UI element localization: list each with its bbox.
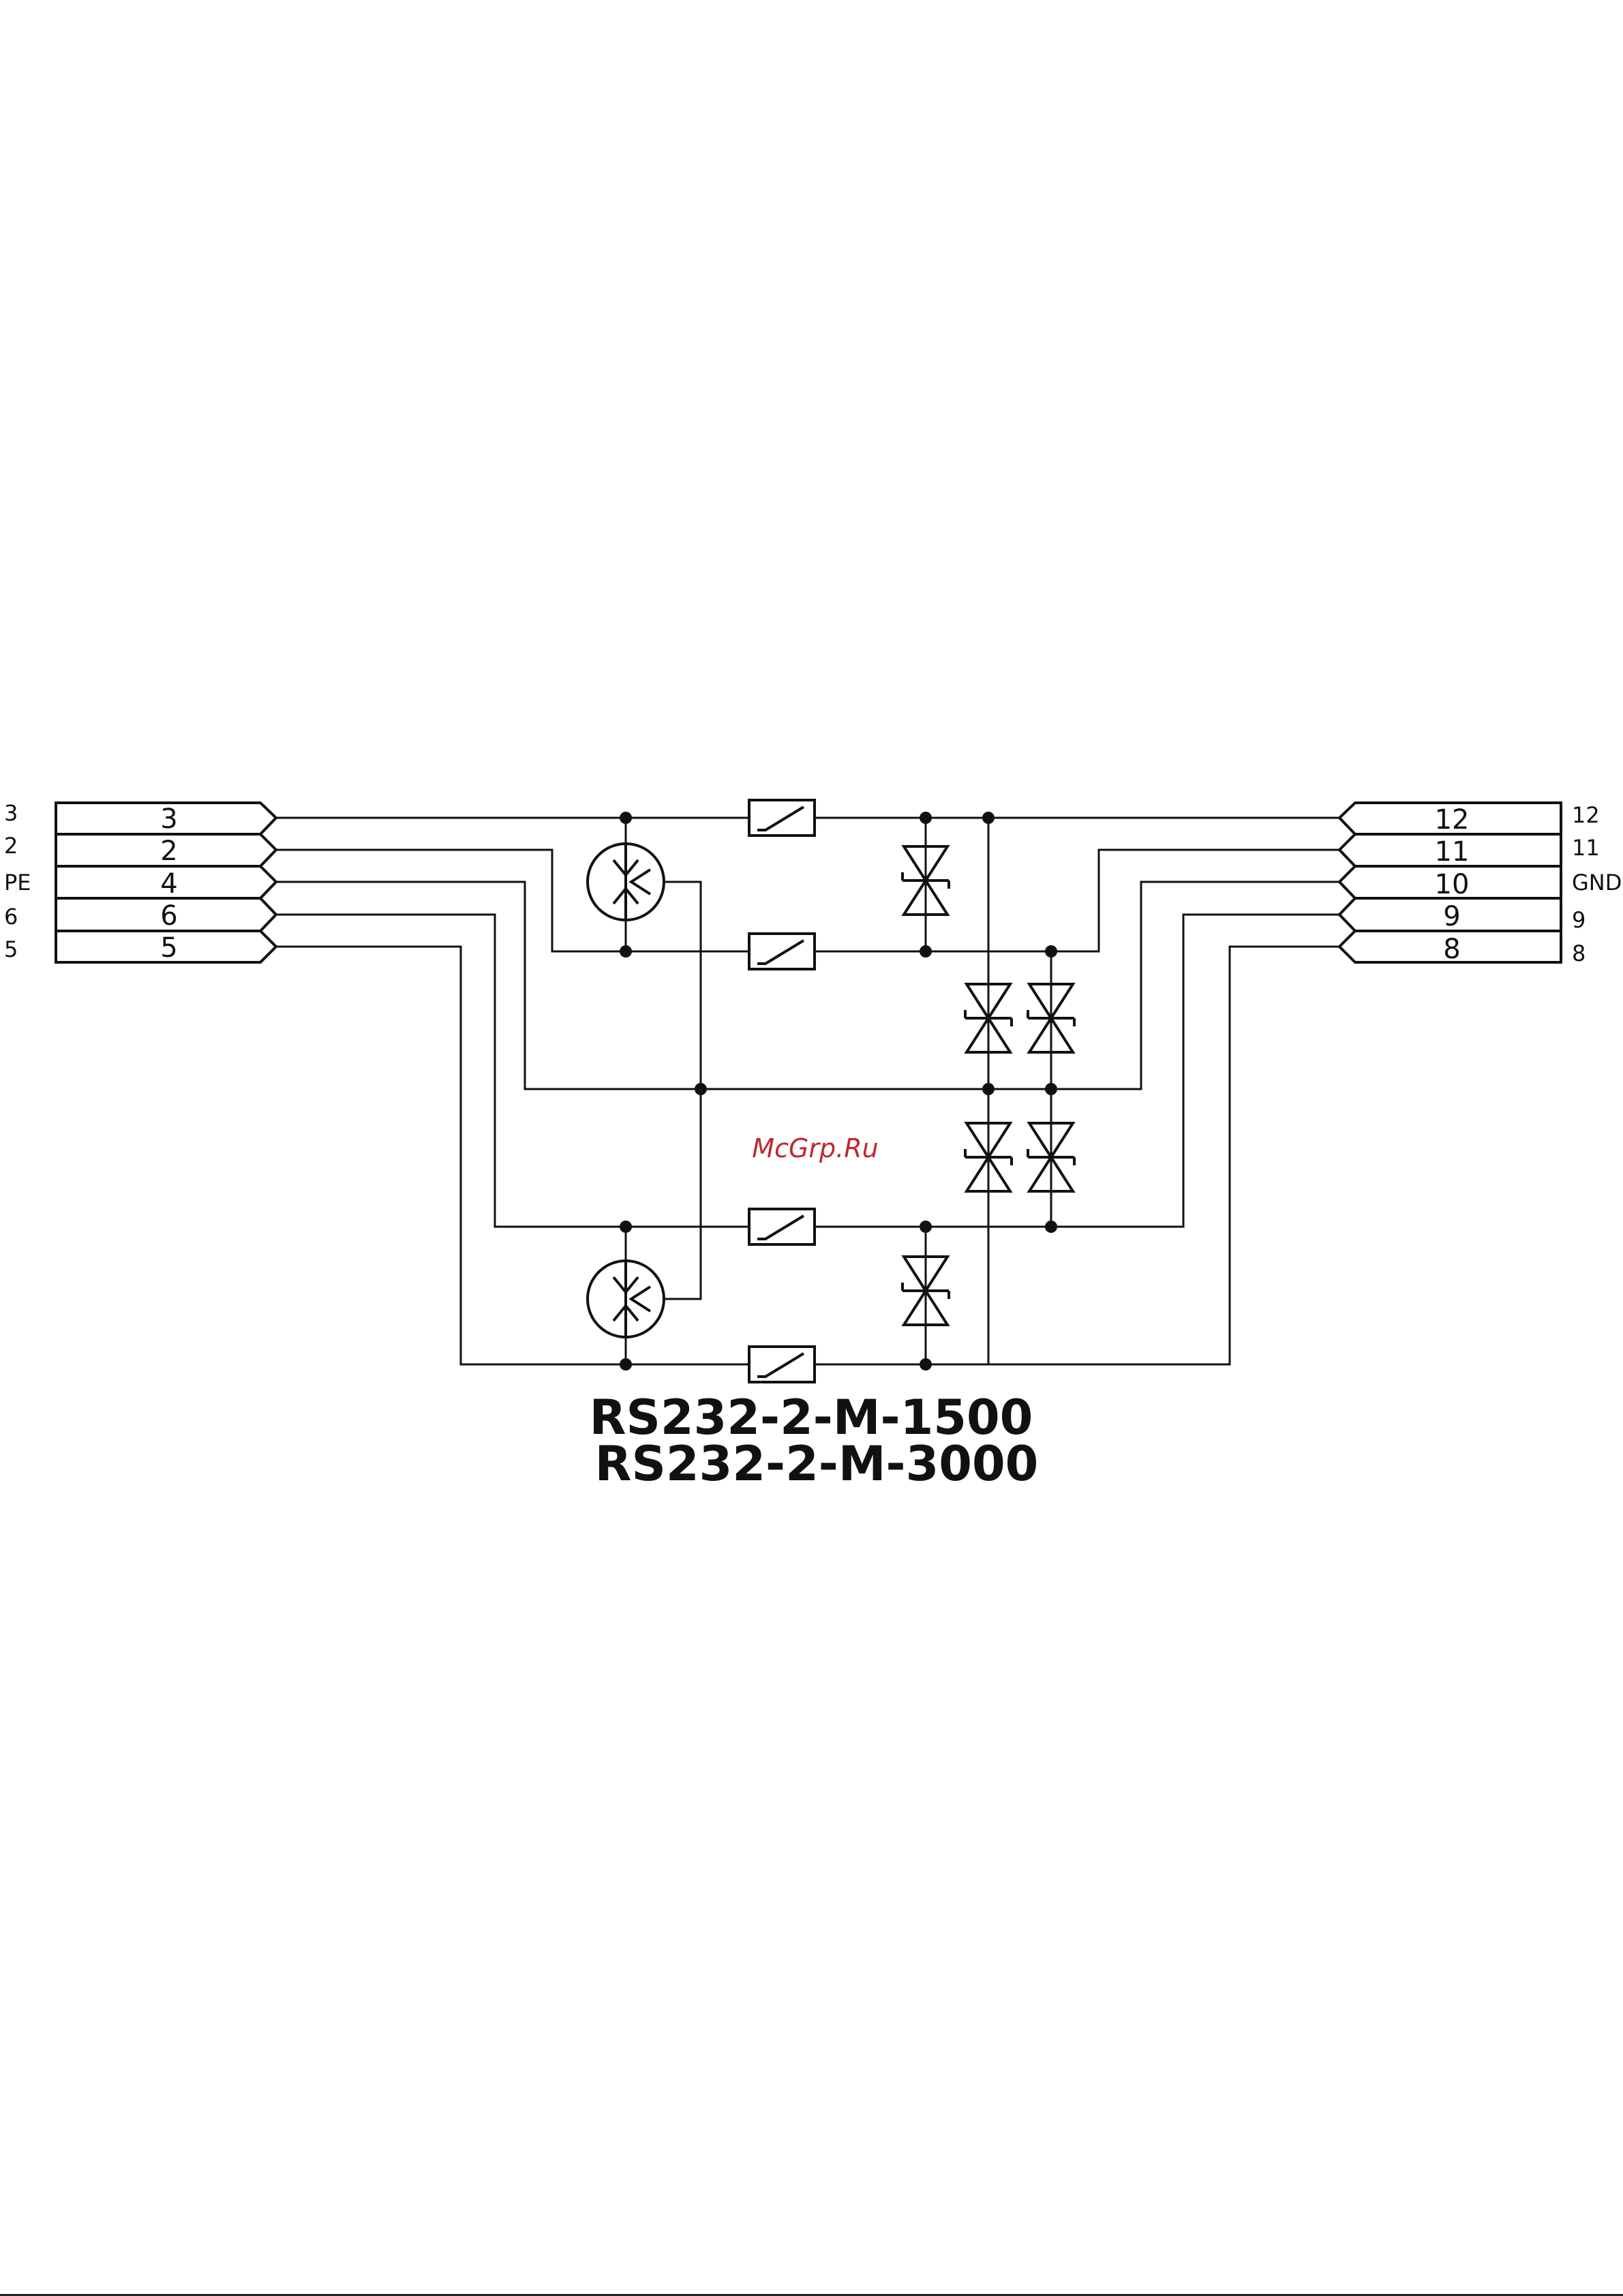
right-pin-label: 8 <box>1443 934 1460 965</box>
gas-discharge-tube-icon <box>588 1261 664 1337</box>
left-outer-label: 6 <box>4 904 18 930</box>
left-pin-label: 6 <box>160 900 177 932</box>
model-title-line-2: RS232-2-M-3000 <box>595 1436 1039 1492</box>
left-pin-label: 4 <box>160 868 177 900</box>
right-pin-label: 10 <box>1435 869 1470 900</box>
left-pin-label: 5 <box>160 932 177 964</box>
wires <box>276 818 1339 1364</box>
left-outer-label: 3 <box>4 800 18 826</box>
ptc-resistor-icon <box>749 934 815 969</box>
watermark: McGrp.Ru <box>752 1133 878 1163</box>
ptc-resistor-icon <box>749 800 815 836</box>
left-pin-label: 2 <box>160 836 177 867</box>
right-pin-label: 11 <box>1435 836 1470 868</box>
gas-discharge-tube-icon <box>588 844 664 920</box>
junction-dots <box>620 812 1057 1371</box>
ptc-resistor-icon <box>749 1209 815 1244</box>
ptc-resistor-icon <box>749 1347 815 1382</box>
left-outer-label: 2 <box>4 833 18 859</box>
right-outer-label: 11 <box>1572 835 1600 861</box>
right-outer-label: 12 <box>1572 802 1600 828</box>
right-outer-label: GND <box>1572 870 1622 896</box>
right-outer-label: 9 <box>1572 907 1586 933</box>
left-outer-label: 5 <box>4 936 18 962</box>
right-pin-label: 12 <box>1435 804 1470 836</box>
right-pin-label: 9 <box>1443 901 1460 932</box>
left-outer-label: PE <box>4 870 31 896</box>
left-pin-label: 3 <box>160 803 177 835</box>
right-outer-label: 8 <box>1572 940 1586 966</box>
